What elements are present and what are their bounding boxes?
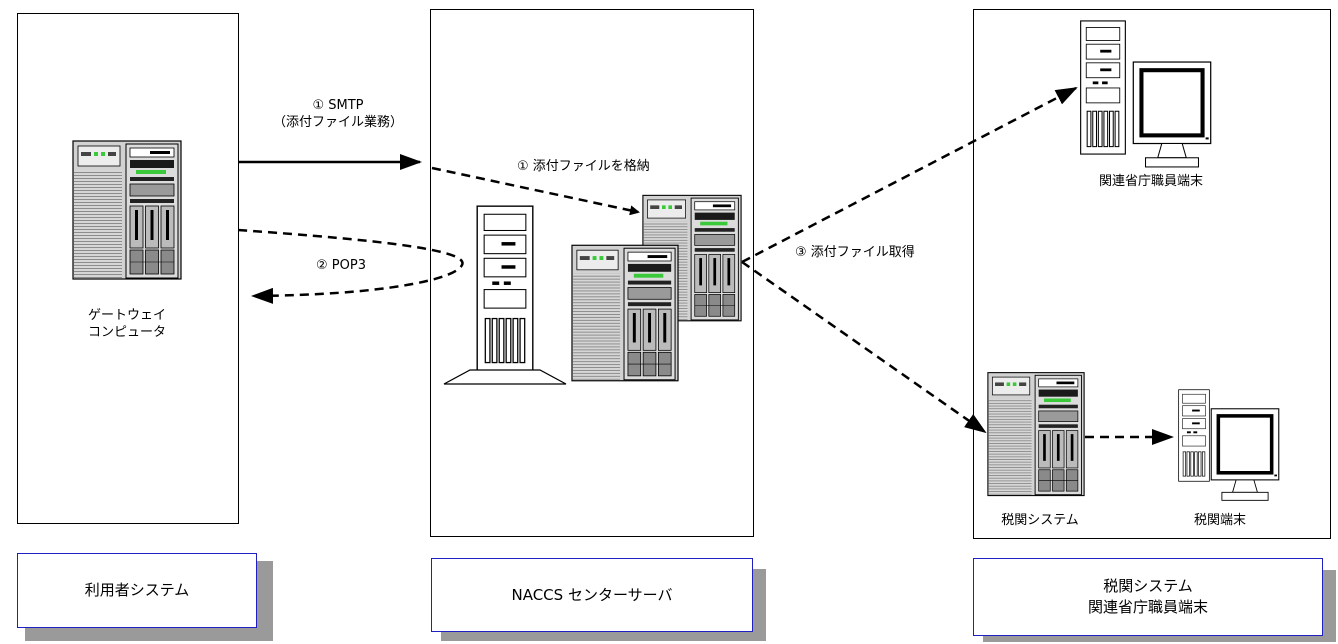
naccs-rack-server-front-icon [571, 244, 679, 382]
ministry-monitor-icon [1133, 62, 1210, 167]
retrieve-arrow-customs [741, 260, 987, 434]
customs-system-label: 税関システム [1001, 513, 1079, 528]
smtp-label-line2: （添付ファイル業務） [272, 115, 403, 130]
customs-caption-line1: 税関システム [1103, 577, 1193, 595]
retrieve-arrow-ministry [741, 86, 1078, 264]
ministry-terminal-label: 関連省庁職員端末 [1098, 174, 1203, 189]
naccs-center-caption: NACCS センターサーバ [431, 558, 753, 632]
store-arrow [431, 166, 640, 216]
gateway-label: ゲートウェイ コンピュータ [67, 307, 187, 341]
gateway-computer-icon [72, 140, 182, 280]
customs-system-server-icon [987, 372, 1085, 497]
naccs-tower-server-icon [443, 205, 567, 385]
customs-caption: 税関システム 関連省庁職員端末 [973, 558, 1323, 636]
retrieve-label: ③ 添付ファイル取得 [795, 245, 915, 260]
pop3-arrow [237, 228, 464, 304]
store-label: ① 添付ファイルを格納 [517, 159, 650, 174]
ministry-tower-icon [1080, 20, 1126, 155]
gateway-label-line1: ゲートウェイ [87, 308, 166, 323]
customs-terminal-label: 税関端末 [1193, 513, 1246, 528]
smtp-label: ① SMTP （添付ファイル業務） [258, 97, 418, 131]
pop3-label: ② POP3 [316, 258, 366, 273]
user-system-caption: 利用者システム [17, 553, 257, 628]
customs-tower-icon [1178, 389, 1210, 482]
user-system-caption-text: 利用者システム [84, 581, 190, 599]
smtp-label-line1: ① SMTP [312, 98, 364, 113]
customs-caption-line2: 関連省庁職員端末 [1087, 598, 1208, 616]
gateway-label-line2: コンピュータ [87, 325, 166, 340]
customs-monitor-icon [1209, 407, 1281, 503]
naccs-center-caption-text: NACCS センターサーバ [511, 585, 673, 604]
